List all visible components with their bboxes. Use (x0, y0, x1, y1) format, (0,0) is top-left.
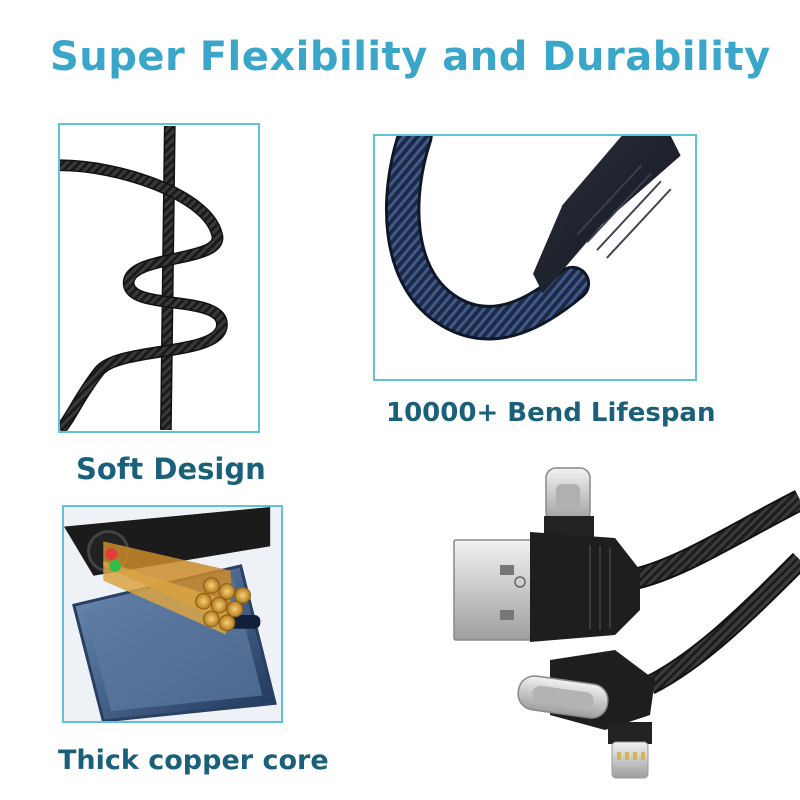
bend-lifespan-caption: 10000+ Bend Lifespan (386, 398, 716, 428)
coiled-cable-illustration (60, 125, 258, 431)
copper-core-illustration (64, 507, 281, 721)
copper-core-image (62, 505, 283, 723)
page-title: Super Flexibility and Durability (50, 34, 771, 80)
multi-connector-cable-photo (440, 460, 800, 780)
soft-design-caption: Soft Design (76, 452, 266, 486)
soft-cable-image (58, 123, 260, 433)
bent-cable-illustration (375, 136, 695, 379)
bend-cable-image (373, 134, 697, 381)
copper-core-caption: Thick copper core (58, 745, 329, 776)
multi-connector-cable-illustration (453, 467, 800, 779)
